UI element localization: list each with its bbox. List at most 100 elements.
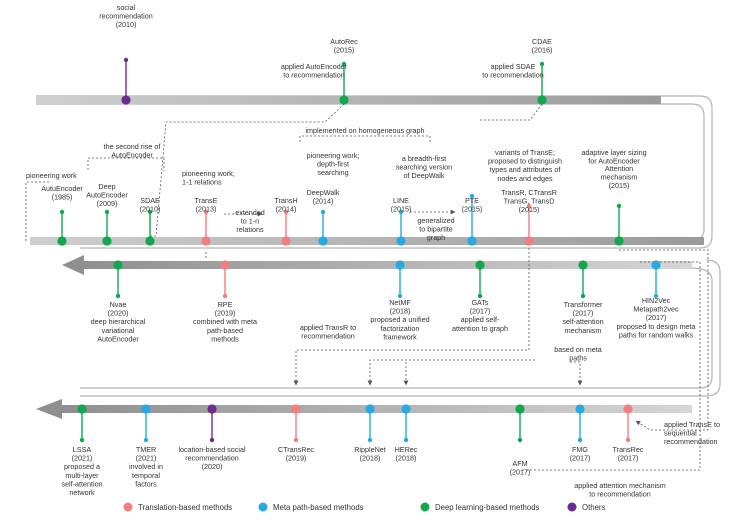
stem-tip xyxy=(653,293,659,299)
node-transr-group xyxy=(524,203,534,246)
stem-tip xyxy=(341,61,347,67)
node-dot xyxy=(318,236,328,246)
node-location-social xyxy=(207,404,217,443)
node-dot xyxy=(395,260,405,270)
node-dot xyxy=(614,236,624,246)
track-row-3 xyxy=(62,255,692,275)
label-line: LINE(2015) xyxy=(391,196,412,214)
track-outline xyxy=(30,95,721,397)
node-fmg xyxy=(575,404,585,443)
node-transformer xyxy=(578,260,588,299)
node-dot xyxy=(524,236,534,246)
node-dot xyxy=(281,236,291,246)
label-deepwalk: DeepWalk(2014) xyxy=(307,188,340,206)
connector-2 xyxy=(87,157,165,171)
node-dot xyxy=(207,404,217,414)
connector-12 xyxy=(570,361,583,386)
stem-tip xyxy=(283,209,289,215)
stem-tip xyxy=(469,193,475,199)
stem-tip xyxy=(477,293,483,299)
label-fmg: FMG(2017) xyxy=(570,445,591,463)
stem-tip xyxy=(222,293,228,299)
node-dot xyxy=(537,95,547,105)
stem-tip xyxy=(526,203,532,209)
stem-tip xyxy=(143,437,149,443)
node-afm xyxy=(515,404,525,443)
stem-tip xyxy=(367,437,373,443)
legend-label: Meta path-based methods xyxy=(273,503,364,512)
connector-9 xyxy=(293,248,530,386)
legend-item-others: Others xyxy=(567,502,605,512)
label-gats: GATs(2017)applied self-attention to grap… xyxy=(452,298,508,333)
node-dot xyxy=(121,95,131,105)
node-ctransrec xyxy=(291,404,301,443)
node-dot xyxy=(475,260,485,270)
node-dot xyxy=(578,260,588,270)
node-transe xyxy=(201,209,211,246)
track-row-2 xyxy=(30,237,704,245)
connector-13 xyxy=(619,249,709,431)
track-row-4 xyxy=(36,399,692,419)
stem-tip xyxy=(209,437,215,443)
node-social-rec xyxy=(121,57,131,105)
node-ripplenet xyxy=(365,404,375,443)
annotation-variants: variants of TransE;proposed to distingui… xyxy=(488,148,562,183)
node-dot xyxy=(102,236,112,246)
node-attention xyxy=(614,203,624,246)
label-transe: TransE(2013) xyxy=(195,196,218,214)
stem-tip xyxy=(104,209,110,215)
node-dot xyxy=(57,236,67,246)
node-autoencoder xyxy=(57,209,67,246)
node-herec xyxy=(401,404,411,443)
annotation-homogeneous: implemented on homogeneous graph xyxy=(305,126,424,135)
stem-tip xyxy=(123,57,129,63)
label-afm: AFM(2017) xyxy=(510,459,531,477)
node-dot xyxy=(145,236,155,246)
stem-tip xyxy=(203,209,209,215)
legend-item-translation: Translation-based methods xyxy=(123,502,232,512)
label-sdae: SDAE(2010) xyxy=(140,196,161,214)
stem-tip xyxy=(539,61,545,67)
connector-4 xyxy=(480,103,543,121)
label-transrec: TransRec(2017) xyxy=(613,445,644,463)
stem-tip xyxy=(517,437,523,443)
node-dot xyxy=(141,404,151,414)
node-dot xyxy=(201,236,211,246)
annotation-pioneering-work: pioneering work xyxy=(26,171,77,180)
legend-circle-icon xyxy=(123,502,133,512)
node-dot xyxy=(220,260,230,270)
label-herec: HERec(2018) xyxy=(395,445,418,463)
node-pte xyxy=(467,193,477,246)
annotation-transe-pioneering: pioneering work;1-1 relations xyxy=(182,169,235,187)
node-hin2vec xyxy=(651,260,661,299)
stem-tip xyxy=(397,293,403,299)
connector-10 xyxy=(367,359,535,386)
legend-label: Deep learning-based methods xyxy=(435,503,540,512)
node-dot xyxy=(291,404,301,414)
legend-circle-icon xyxy=(567,502,577,512)
stem-tip xyxy=(320,209,326,215)
node-dot xyxy=(401,404,411,414)
legend-item-deep: Deep learning-based methods xyxy=(420,502,540,512)
stem-tip xyxy=(293,437,299,443)
label-transh: TransH(2014) xyxy=(274,196,297,214)
stem-tip xyxy=(580,293,586,299)
legend: Translation-based methods Meta path-based… xyxy=(123,502,605,512)
label-autorec: AutoRec(2015) xyxy=(330,37,358,55)
stem-tip xyxy=(59,209,65,215)
